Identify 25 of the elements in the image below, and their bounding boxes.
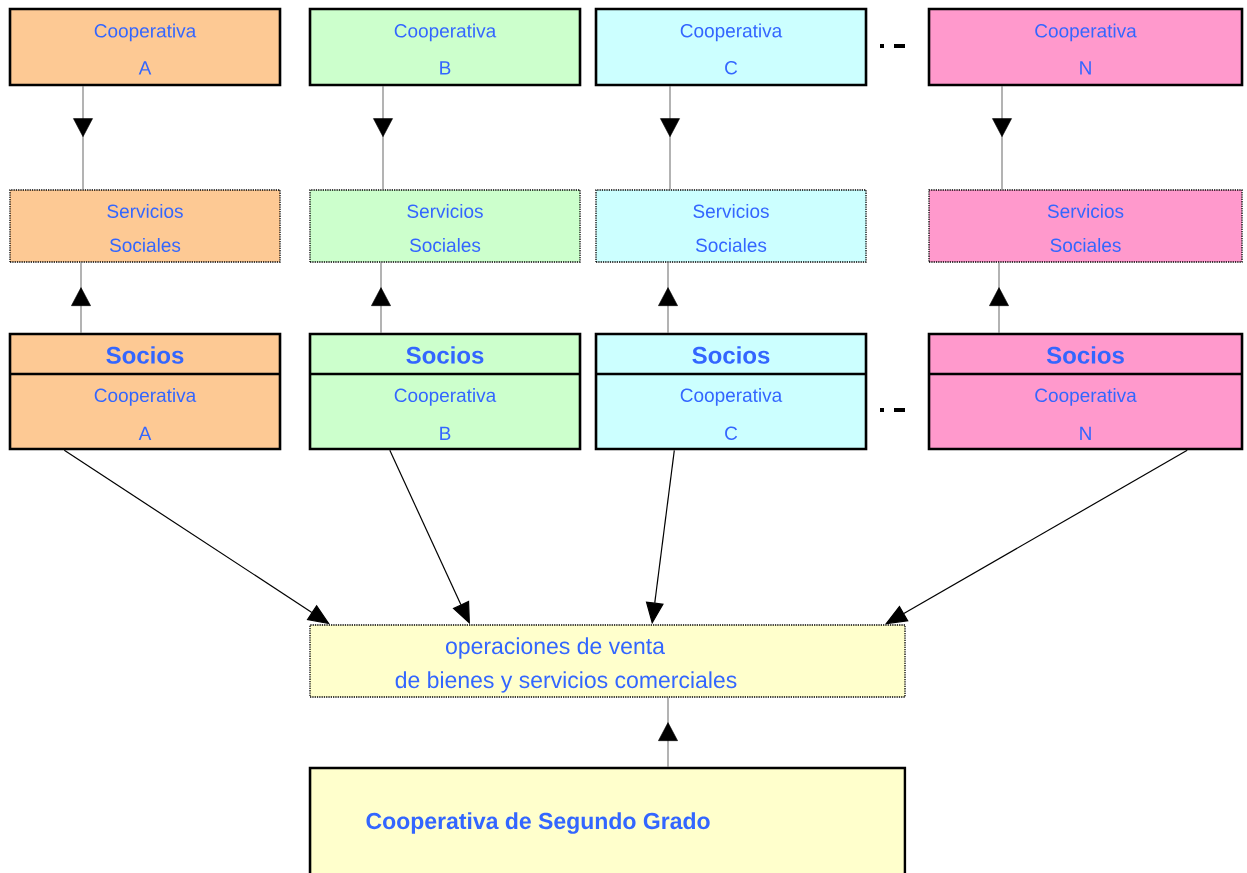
arrow xyxy=(658,262,678,333)
arrow xyxy=(660,86,680,190)
service-box: Servicios Sociales xyxy=(928,189,1243,263)
cooperative-box: Cooperativa B xyxy=(308,7,582,87)
service-box: Servicios Sociales xyxy=(595,189,867,263)
cooperative-box: Cooperativa C xyxy=(594,7,868,87)
federation-box: Cooperativa de Segundo Grado xyxy=(308,766,907,873)
arrow xyxy=(992,86,1012,190)
arrow xyxy=(63,449,330,625)
member-box: Socios Cooperativa B xyxy=(308,332,582,451)
service-box: Servicios Sociales xyxy=(9,189,281,263)
arrow xyxy=(73,86,93,190)
service-box: Servicios Sociales xyxy=(309,189,581,263)
arrow xyxy=(371,262,391,333)
arrow xyxy=(71,262,91,333)
arrow xyxy=(373,86,393,190)
arrow xyxy=(989,262,1009,333)
arrow xyxy=(885,449,1188,625)
cooperative-box: Cooperativa N xyxy=(927,7,1244,87)
operations-box: operaciones de venta de bienes y servicios comerciales xyxy=(309,624,906,698)
arrow xyxy=(658,697,678,767)
member-box: Socios Cooperativa A xyxy=(8,332,282,451)
cooperative-box: Cooperativa A xyxy=(8,7,282,87)
member-box: Socios Cooperativa C xyxy=(594,332,868,451)
member-box: Socios Cooperativa N xyxy=(927,332,1244,451)
